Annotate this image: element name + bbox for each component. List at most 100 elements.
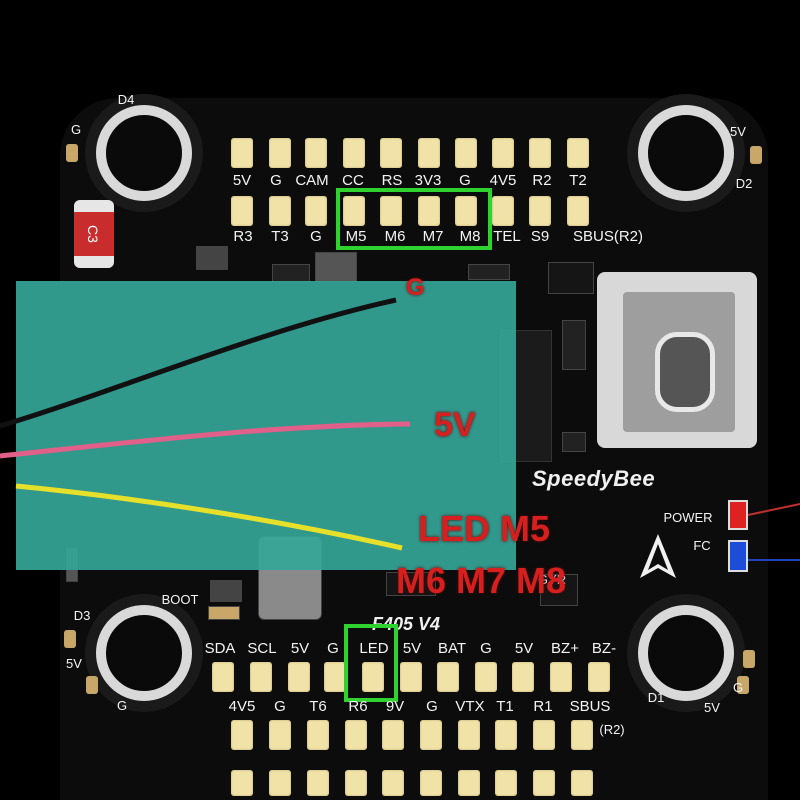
annotation-led-line1: LED M5: [418, 508, 551, 549]
label-5v-top-right: 5V: [730, 124, 746, 139]
pad-label-top1: CC: [342, 172, 364, 189]
pad-label-top1: G: [459, 172, 471, 189]
pad-label-top1: R2: [532, 172, 552, 189]
solder-pad: [288, 662, 310, 692]
pad-label-bottom1: G: [480, 640, 492, 657]
pad-label-top1: 5V: [232, 172, 252, 189]
right-red-wire: [747, 503, 800, 516]
component: [196, 246, 228, 270]
pad-label-bottom2: VTX: [455, 698, 485, 715]
solder-pad: [588, 662, 610, 692]
solder-pad: [492, 196, 514, 226]
solder-pad: [533, 720, 555, 750]
solder-pad: [231, 196, 253, 226]
label-fc-led: FC: [693, 538, 711, 553]
pad-label-bottom2: 4V5: [228, 698, 256, 715]
solder-pad: [382, 720, 404, 750]
component: [548, 262, 594, 294]
pad-label-top2: M7: [422, 228, 444, 245]
component: [468, 264, 510, 280]
annotation-5v-wire: 5V: [434, 406, 476, 444]
pad-label-top2: M6: [384, 228, 406, 245]
pad-label-bottom1: BAT: [437, 640, 467, 657]
solder-pad: [343, 138, 365, 168]
solder-pad: [305, 138, 327, 168]
solder-pad: [380, 138, 402, 168]
corner-pad: [86, 676, 98, 694]
label-d1: D1: [647, 690, 665, 705]
solder-pad: [533, 770, 555, 796]
solder-pad: [400, 662, 422, 692]
pad-label-bottom1: SCL: [247, 640, 277, 657]
pad-label-bottom2: R1: [533, 698, 553, 715]
pad-label-top2: TEL: [493, 228, 521, 245]
label-g-top-left: G: [70, 122, 82, 137]
component: [562, 320, 586, 370]
model-label: F405 V4: [372, 614, 441, 634]
component: [386, 572, 436, 596]
capacitor-c3: C3: [74, 200, 114, 268]
solder-pad: [345, 770, 367, 796]
label-power-led: POWER: [663, 510, 713, 525]
label-d4: D4: [117, 92, 135, 107]
pad-label-bottom2: 9V: [385, 698, 405, 715]
usb-c-connector: [597, 272, 757, 448]
solder-pad: [567, 138, 589, 168]
solder-pad: [382, 770, 404, 796]
pad-label-bottom2: T6: [309, 698, 327, 715]
solder-pad: [250, 662, 272, 692]
pad-label-top1: CAM: [295, 172, 329, 189]
solder-pad: [343, 196, 365, 226]
solder-pad: [529, 138, 551, 168]
pad-label-top1: RS: [381, 172, 403, 189]
usb-c-shell: [623, 292, 735, 432]
corner-pad: [737, 676, 749, 694]
pad-label-top1: G: [270, 172, 282, 189]
fc-led: [728, 540, 748, 572]
annotation-g-wire: G: [406, 274, 425, 301]
power-led: [728, 500, 748, 530]
solder-pad: [380, 196, 402, 226]
pad-label-bottom2: G: [274, 698, 286, 715]
pad-label-bottom1: LED: [359, 640, 389, 657]
pad-label-top1: 3V3: [414, 172, 442, 189]
pad-label-bottom2: SBUS: [569, 698, 611, 715]
pad-label-top2: M5: [345, 228, 367, 245]
solder-pad: [458, 770, 480, 796]
component: [562, 432, 586, 452]
label-boot: BOOT: [161, 592, 199, 607]
pad-label-bottom1: 5V: [514, 640, 534, 657]
solder-pad: [231, 770, 253, 796]
pad-label-bottom2: R6: [348, 698, 368, 715]
pad-label-bottom1: SDA: [204, 640, 236, 657]
pad-label-top1: 4V5: [489, 172, 517, 189]
solder-pad: [420, 770, 442, 796]
solder-pad: [571, 770, 593, 796]
label-5v-bottom-left: 5V: [66, 656, 82, 671]
solder-pad: [231, 138, 253, 168]
pad-label-bottom1: BZ-: [591, 640, 617, 657]
annotation-led-line2: M6 M7 M8: [396, 560, 567, 601]
pad-label-bottom1: 5V: [290, 640, 310, 657]
component: [208, 606, 240, 620]
solder-pad: [420, 720, 442, 750]
solder-pad: [305, 196, 327, 226]
pad-label-bottom2-suffix: (R2): [599, 722, 625, 737]
component: [210, 580, 242, 602]
pad-label-top2: S9: [530, 228, 550, 245]
pink-wire: [0, 421, 411, 459]
solder-pad: [567, 196, 589, 226]
mount-hole-bottom-right: [638, 605, 734, 701]
corner-pad: [743, 650, 755, 668]
label-g-bottom-right: G: [732, 680, 744, 695]
solder-pad: [345, 720, 367, 750]
brand-logo: SpeedyBee: [532, 466, 656, 491]
solder-pad: [455, 196, 477, 226]
highlight-motor-pads: [336, 188, 492, 250]
solder-pad: [307, 720, 329, 750]
pad-label-bottom2: G: [426, 698, 438, 715]
label-gyro: GYR: [537, 572, 567, 587]
solder-pad: [362, 662, 384, 692]
pad-label-top2: T3: [271, 228, 289, 245]
